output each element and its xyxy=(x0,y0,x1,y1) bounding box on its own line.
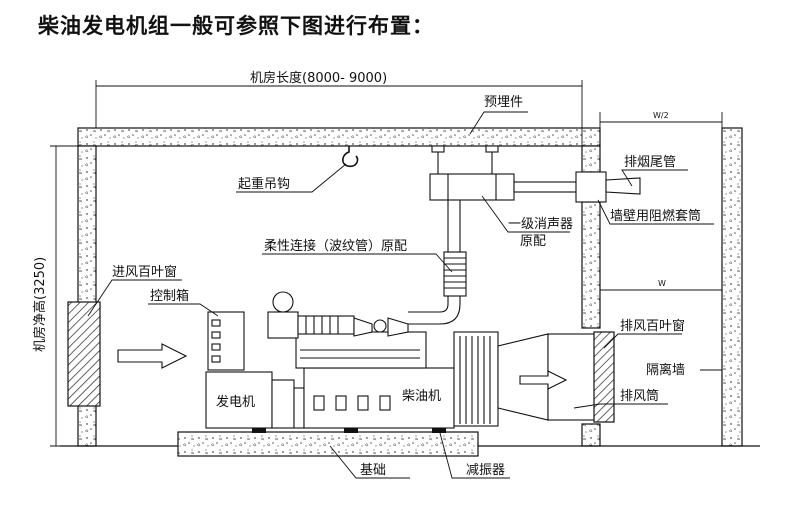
control-box xyxy=(207,311,245,371)
lifting-hook xyxy=(342,146,359,168)
engine-port xyxy=(335,395,347,411)
label-foundation: 基础 xyxy=(360,463,386,478)
width-dimension: W xyxy=(658,279,666,288)
inlet-louver xyxy=(67,301,101,407)
generator xyxy=(205,371,305,429)
exhaust-air-arrow xyxy=(519,370,568,390)
label-partition-wall: 隔离墙 xyxy=(646,362,685,378)
leader-lines xyxy=(87,111,722,479)
label-exhaust-louver: 排风百叶窗 xyxy=(620,318,685,334)
engine-port xyxy=(379,395,391,411)
room-walls xyxy=(60,127,760,447)
label-diesel-engine: 柴油机 xyxy=(402,389,441,404)
right-wall-middle xyxy=(581,201,601,329)
dimension-lines xyxy=(50,80,723,447)
damper xyxy=(344,428,358,433)
ceiling-slab xyxy=(77,127,601,147)
exhaust-piping xyxy=(408,145,641,325)
label-damper: 减振器 xyxy=(466,463,505,478)
label-generator: 发电机 xyxy=(216,394,255,410)
label-silencer: 一级消声器 xyxy=(508,217,573,232)
label-control-box: 控制箱 xyxy=(150,288,189,304)
exhaust-louver xyxy=(593,331,615,423)
partition-wall xyxy=(721,127,743,447)
foundation xyxy=(177,431,479,457)
engine-port xyxy=(357,395,369,411)
label-wall-sleeve: 墙壁用阻燃套筒 xyxy=(610,208,701,224)
label-flex-connection: 柔性连接（波纹管）原配 xyxy=(264,238,407,254)
flex-bellows xyxy=(443,251,467,297)
wall-sleeve xyxy=(575,171,607,203)
damper xyxy=(432,428,446,433)
labels: 预埋件 排烟尾管 起重吊钩 墙壁用阻燃套筒 一级消声器 原配 柔性连接（波纹管）… xyxy=(112,95,701,478)
damper-group xyxy=(252,428,446,433)
label-inlet-louver: 进风百叶窗 xyxy=(112,264,177,280)
half-width-dimension: W/2 xyxy=(653,111,669,120)
silencer xyxy=(429,173,515,201)
damper xyxy=(252,428,266,433)
label-exhaust-tail-pipe: 排烟尾管 xyxy=(624,155,676,170)
inlet-air-arrow xyxy=(117,343,188,369)
right-wall-upper xyxy=(581,145,601,173)
room-length-dimension: 机房长度(8000- 9000) xyxy=(250,70,387,86)
engine-port xyxy=(313,395,325,411)
page-title: 柴油发电机组一般可参照下图进行布置： xyxy=(38,14,434,38)
label-embedded-part: 预埋件 xyxy=(484,95,523,110)
label-exhaust-duct: 排风筒 xyxy=(620,388,659,404)
right-wall-lower xyxy=(581,423,601,447)
label-silencer-note: 原配 xyxy=(520,234,546,249)
diesel-engine xyxy=(267,291,499,429)
room-height-dimension: 机房净高(3250) xyxy=(32,257,48,352)
label-lifting-hook: 起重吊钩 xyxy=(238,176,290,192)
